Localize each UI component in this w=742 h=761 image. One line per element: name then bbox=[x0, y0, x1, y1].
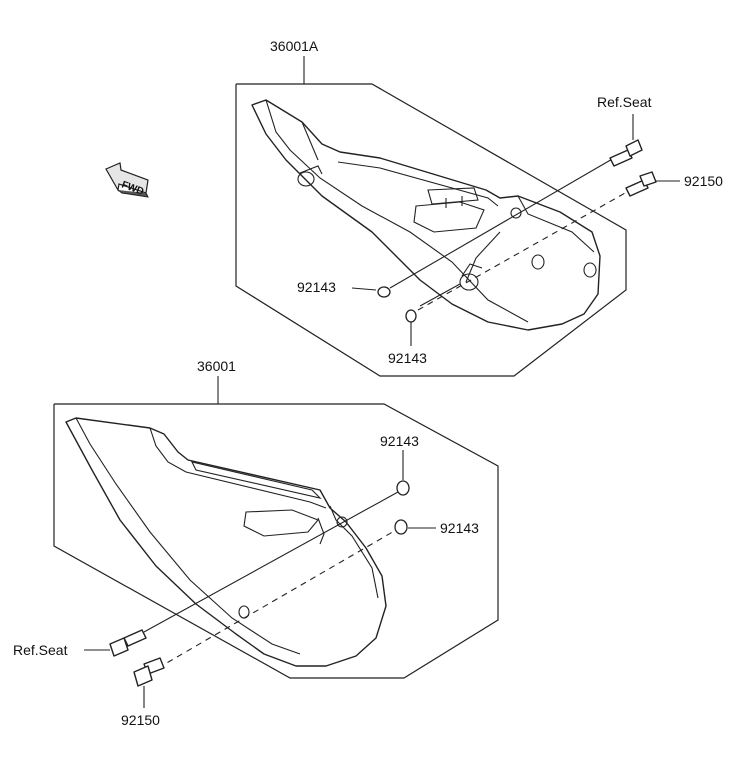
washer-upper-a-icon bbox=[377, 286, 391, 298]
washer-label-upper-b: 92143 bbox=[388, 350, 427, 366]
bolt-label-upper: 92150 bbox=[684, 173, 723, 189]
upper-side-cover bbox=[251, 99, 601, 331]
lower-assembly-outline bbox=[53, 403, 499, 679]
upper-assembly-label: 36001A bbox=[270, 38, 319, 54]
upper-assembly: 36001A Ref.Seat bbox=[235, 38, 723, 377]
bolt-label-lower: 92150 bbox=[121, 712, 160, 728]
ref-seat-label-upper: Ref.Seat bbox=[597, 94, 652, 110]
bolt-92150-lower-icon bbox=[133, 657, 165, 687]
ref-seat-label-lower: Ref.Seat bbox=[13, 642, 68, 658]
washer-label-upper-a: 92143 bbox=[297, 279, 336, 295]
washer-label-lower-b: 92143 bbox=[440, 520, 479, 536]
upper-assembly-outline bbox=[235, 83, 627, 377]
lower-assembly-label: 36001 bbox=[197, 358, 236, 374]
washer-lower-a-icon bbox=[396, 480, 410, 496]
bolt-92150-upper-icon bbox=[625, 171, 657, 197]
fwd-arrow-icon: FWD bbox=[105, 162, 149, 198]
bolt-ref-seat-upper-icon bbox=[609, 139, 643, 167]
lower-assembly: 36001 Ref.Seat 92150 92143 bbox=[13, 358, 499, 728]
lower-side-cover bbox=[65, 417, 387, 667]
washer-lower-b-icon bbox=[394, 519, 408, 535]
bolt-ref-seat-lower-icon bbox=[109, 629, 147, 657]
washer-label-lower-a: 92143 bbox=[380, 433, 419, 449]
washer-upper-b-icon bbox=[405, 309, 417, 323]
